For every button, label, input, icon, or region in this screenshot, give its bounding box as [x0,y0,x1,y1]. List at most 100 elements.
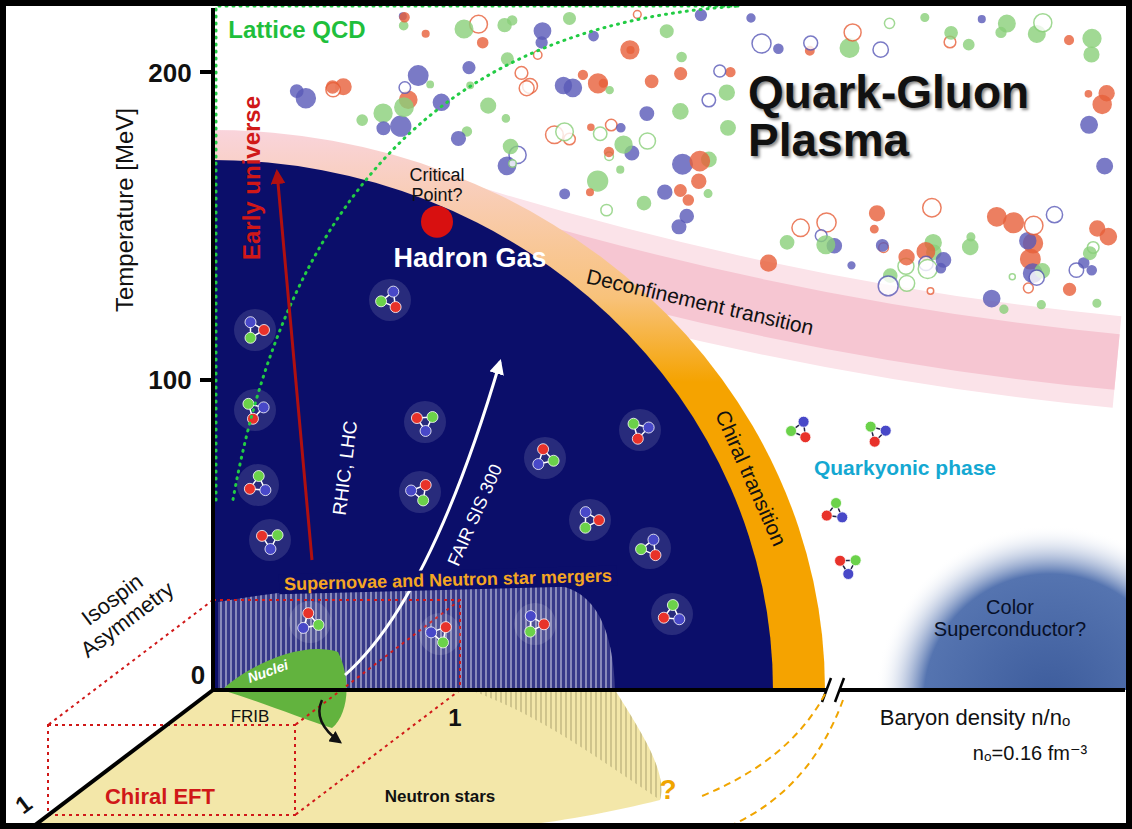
quark-particle [601,204,612,215]
quark-particle [617,124,625,132]
quark-particle [606,119,617,130]
quark-ball [821,510,832,521]
quark-particle [1093,300,1101,308]
quark-ball [632,433,643,444]
quark-particle [702,93,715,106]
quark-ball [388,286,399,297]
quark-particle [1034,14,1052,32]
quark-particle [463,62,475,74]
quark-particle [593,127,606,140]
axis-title: Temperature [MeV] [112,108,139,312]
baryon-halo [514,603,556,645]
quark-particle [878,276,898,296]
region-label: Neutron stars [383,787,498,806]
quark-particle [1084,247,1096,259]
axes [22,8,1125,829]
quark-particle [640,107,653,120]
baryon-triplet [399,471,441,513]
supernova-surface-lower [470,690,661,800]
baryon-halo [629,527,671,569]
baryon-triplet [619,409,661,451]
quark-particle [617,166,624,173]
quark-particle [884,18,894,28]
quark-particle [719,85,734,100]
quark-particle [673,104,688,119]
quark-ball [538,444,549,455]
quark-particle [677,52,686,61]
quark-particle [978,16,985,23]
quark-particle [870,206,885,221]
baryon-halo [234,309,276,351]
quark-particle [455,20,472,37]
axis-break [822,678,844,702]
quark-particle [633,11,641,19]
quark-particle [658,185,672,199]
hadron-gas-region [213,160,773,690]
tick-label: 200 [148,59,191,88]
quark-particle [589,74,608,93]
quark-ball [244,483,255,494]
quark-particle [873,42,888,57]
region-label: Color Superconductor? [925,596,1095,641]
quark-ball [548,455,559,466]
quark-particle [761,255,777,271]
color-superconductor-region [875,525,1132,690]
quark-ball [880,425,891,436]
quark-particle [503,139,517,153]
quark-ball [418,495,429,506]
quark-particle [936,264,945,273]
quark-particle [534,23,550,39]
baryon-triplet [419,613,461,655]
baryon-triplet [249,519,291,561]
quark-particle [579,71,588,80]
quark-particle [588,171,608,191]
quark-particle [400,13,409,22]
quark-particle [395,98,413,116]
quark-ball [538,619,549,630]
baryon-triplet [835,555,862,580]
quark-ball [265,543,276,554]
quark-particle [519,81,534,96]
quark-ball [259,325,270,336]
quark-particle [683,195,693,205]
quark-particle [560,189,569,198]
quark-particle [1000,305,1008,313]
quark-particle [804,36,818,50]
quark-particle [587,189,594,196]
quark-particle [704,190,712,198]
quark-particle [1004,213,1024,233]
quark-particle [675,185,686,196]
quark-particle [1085,91,1091,97]
quark-ball [390,302,401,313]
quark-particle [400,22,408,30]
quark-particle [721,121,735,135]
quark-particle [1093,95,1111,113]
quark-particle [556,123,574,141]
facility-label: FRIB [231,707,270,726]
baryon-halo [289,601,331,643]
baryon-triplet [234,309,276,351]
quark-particle [817,236,835,254]
quark-ball [831,498,842,509]
chiral-eft-box: Chiral EFT [103,785,217,810]
quark-ball [628,418,639,429]
critical-point-marker [420,205,454,239]
quark-particle [621,41,639,59]
axis-note: nₒ=0.16 fm⁻³ [973,742,1087,764]
baryon-halo [234,389,276,431]
quark-particle [877,240,888,251]
quark-particle [1083,30,1101,48]
critical-point: Critical Point? [397,165,477,239]
quark-ball [272,530,283,541]
quark-particle [606,87,613,94]
baryon-halo [237,464,279,506]
tick-label: 0 [191,661,205,690]
quark-particle [637,197,650,210]
quark-ball [533,459,544,470]
quark-ball [650,550,661,561]
quark-ball [835,555,846,566]
quark-ball [406,485,417,496]
quark-ball [580,507,591,518]
quark-ball [525,626,536,637]
tick-label: 1 [448,705,461,732]
